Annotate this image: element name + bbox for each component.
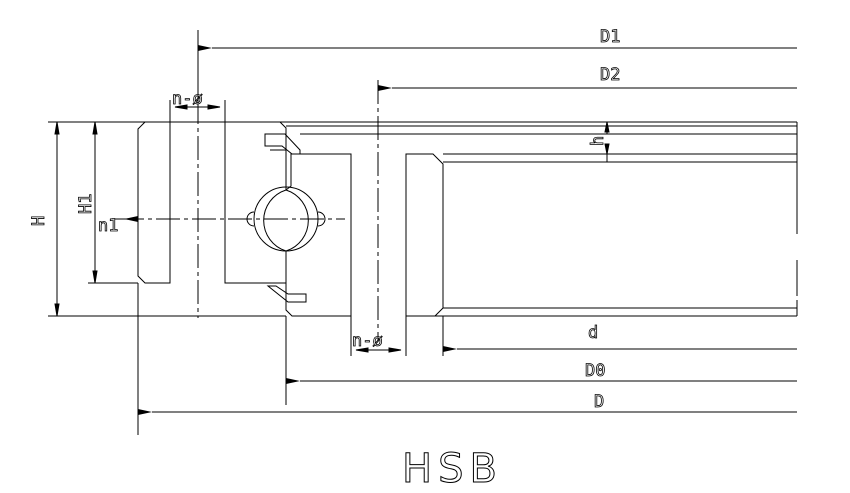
bottom-seal: [266, 285, 307, 303]
label-D0: D0: [585, 361, 605, 381]
inner-ring: [284, 153, 444, 317]
label-H: H: [29, 216, 49, 226]
label-D: D: [594, 392, 604, 412]
outer-ring: [137, 121, 287, 284]
dimension-lines: [54, 30, 797, 435]
top-seal: [264, 133, 301, 155]
center-lines: [120, 80, 379, 340]
label-n-phi-bottom: n-ø: [352, 331, 383, 351]
drawing-title: HSB: [402, 446, 503, 492]
label-n1: n1: [98, 216, 118, 236]
label-H1: H1: [76, 194, 96, 214]
label-h: h: [588, 136, 608, 146]
profile-lines: [48, 121, 798, 317]
label-D2: D2: [600, 65, 620, 85]
label-d: d: [588, 323, 598, 343]
label-D1: D1: [600, 27, 620, 47]
label-n-phi-top: n-ø: [172, 89, 203, 109]
